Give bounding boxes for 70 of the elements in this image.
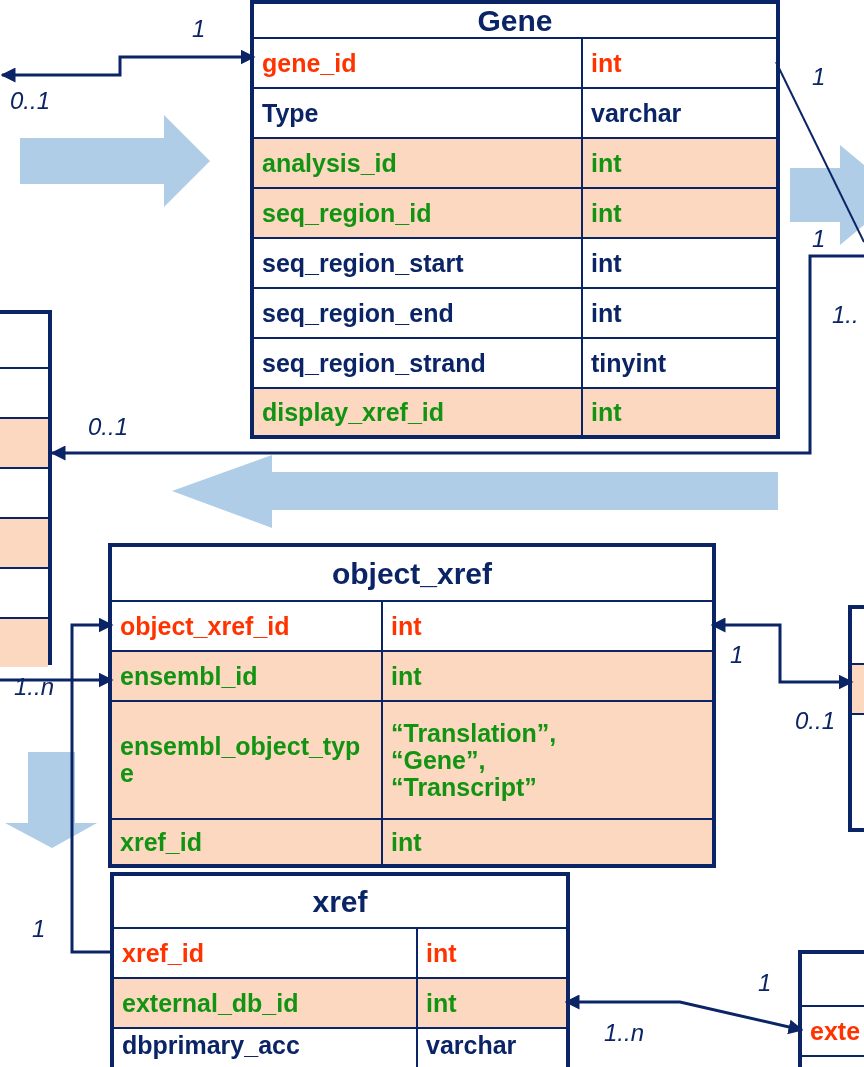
column-name: dbprimary_acc: [122, 1032, 300, 1059]
column-name: seq_region_id: [262, 199, 432, 227]
connector-arrow: [564, 994, 804, 1035]
column-type: int: [391, 662, 422, 690]
table-title: object_xref: [331, 557, 493, 590]
multiplicity-label: 1: [32, 916, 46, 942]
table-title: Gene: [477, 4, 553, 37]
table-row: [254, 187, 776, 237]
column-name: exte: [810, 1017, 861, 1045]
column-name: ensembl_object_type: [120, 733, 362, 787]
multiplicity-label: 0..1: [10, 88, 51, 114]
table-row: [114, 927, 566, 977]
table-row: [112, 650, 712, 700]
column-name: Type: [262, 99, 319, 127]
table-title: xref: [312, 885, 368, 918]
column-name: analysis_id: [262, 149, 397, 177]
table-row: [254, 37, 776, 87]
table-row: [114, 1027, 566, 1067]
table-row: [114, 977, 566, 1027]
connector-arrow: [0, 672, 114, 688]
table-row: [112, 818, 712, 864]
column-type: int: [591, 49, 622, 77]
column-name: seq_region_end: [262, 299, 454, 327]
column-type: int: [591, 199, 622, 227]
connector-arrow: [70, 617, 114, 954]
column-name: xref_id: [120, 828, 202, 856]
column-name: display_xref_id: [262, 398, 445, 426]
multiplicity-label: 1: [758, 970, 772, 996]
column-name: seq_region_start: [262, 249, 464, 277]
multiplicity-label: 0..1: [88, 414, 129, 440]
multiplicity-label: 1: [812, 64, 826, 90]
multiplicity-label: 1..n: [604, 1020, 645, 1046]
column-name: external_db_id: [122, 989, 299, 1017]
column-type: int: [591, 149, 622, 177]
table-row: [254, 237, 776, 287]
column-name: ensembl_id: [120, 662, 258, 690]
table-row: [112, 700, 712, 818]
table-row: [254, 137, 776, 187]
table-row: [254, 337, 776, 387]
column-type: “Translation”, “Gene”, “Transcript”: [391, 719, 558, 801]
multiplicity-label: 1: [730, 642, 744, 668]
column-type: int: [591, 249, 622, 277]
connector-arrow: [710, 617, 854, 690]
column-name: xref_id: [122, 939, 204, 967]
column-type: int: [391, 612, 422, 640]
column-type: int: [591, 299, 622, 327]
multiplicity-label: 1: [192, 16, 206, 42]
multiplicity-label: 0..1: [795, 708, 836, 734]
connector-arrow: [50, 254, 864, 461]
column-type: int: [426, 939, 457, 967]
table: [0, 310, 52, 665]
multiplicity-label: 1: [812, 226, 826, 252]
column-type: int: [391, 828, 422, 856]
table-row: [112, 600, 712, 650]
table-row: [254, 387, 776, 435]
column-type: int: [426, 989, 457, 1017]
connector-arrow: [0, 49, 256, 83]
table-row: [254, 287, 776, 337]
column-name: gene_id: [262, 49, 357, 77]
column-name: seq_region_strand: [262, 349, 486, 377]
column-type: tinyint: [591, 349, 666, 377]
column-name: object_xref_id: [120, 612, 290, 640]
table: [250, 0, 780, 439]
table: [108, 543, 716, 868]
table: [110, 872, 570, 1067]
table-row: [254, 87, 776, 137]
multiplicity-label: 1..: [832, 302, 859, 328]
column-type: varchar: [426, 1032, 517, 1059]
column-type: int: [591, 398, 622, 426]
column-type: varchar: [591, 99, 682, 127]
